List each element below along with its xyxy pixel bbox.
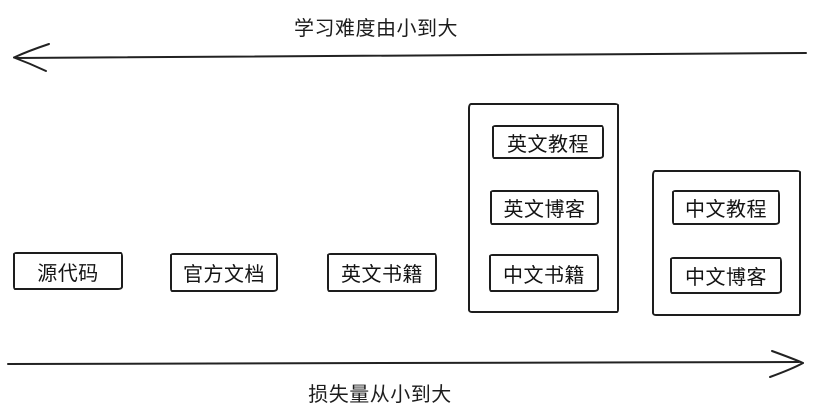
- loss-right-arrow: [7, 350, 804, 378]
- node-english-books: 英文书籍: [327, 253, 437, 292]
- node-source-code: 源代码: [13, 252, 123, 290]
- node-chinese-blogs-label: 中文博客: [685, 267, 767, 289]
- node-chinese-books: 中文书籍: [489, 254, 599, 292]
- node-chinese-books-label: 中文书籍: [503, 264, 585, 287]
- node-english-books-label: 英文书籍: [341, 264, 423, 286]
- node-english-blogs: 英文博客: [490, 190, 599, 225]
- node-english-tutorials: 英文教程: [492, 125, 604, 159]
- loss-axis-label: 损失量从小到大: [308, 384, 452, 406]
- node-english-blogs-label: 英文博客: [503, 199, 586, 221]
- difficulty-axis-label: 学习难度由小到大: [294, 18, 458, 40]
- node-official-docs: 官方文档: [170, 253, 278, 292]
- node-chinese-tutorials-label: 中文教程: [685, 199, 767, 221]
- difficulty-left-arrow: [13, 43, 807, 72]
- node-source-code-label: 源代码: [37, 262, 99, 285]
- group-english-resources: 英文教程 英文博客 中文书籍: [468, 103, 619, 313]
- node-chinese-tutorials: 中文教程: [672, 190, 780, 225]
- node-english-tutorials-label: 英文教程: [507, 133, 589, 156]
- node-official-docs-label: 官方文档: [183, 264, 265, 286]
- group-chinese-resources: 中文教程 中文博客: [652, 170, 801, 316]
- node-chinese-blogs: 中文博客: [670, 257, 782, 294]
